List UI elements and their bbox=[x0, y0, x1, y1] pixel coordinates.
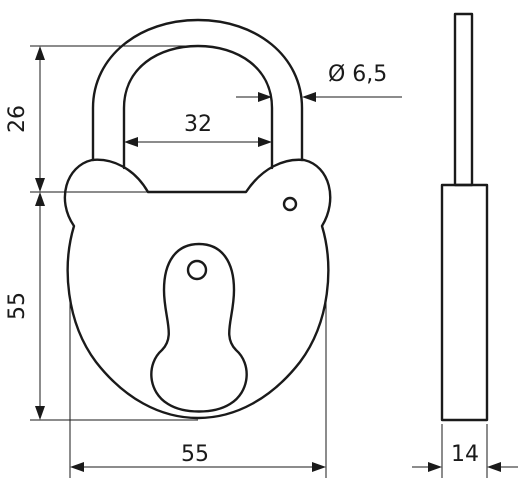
side-body bbox=[440, 183, 489, 422]
dimension-thickness: 14 bbox=[412, 424, 518, 478]
rivet-hole bbox=[282, 196, 298, 212]
thickness-label: 14 bbox=[451, 442, 479, 467]
dimension-body-width: 55 bbox=[69, 300, 327, 478]
shackle-height-label: 26 bbox=[5, 105, 30, 133]
dimension-shackle-inner-width: 32 bbox=[124, 112, 272, 147]
shackle-inner-width-label: 32 bbox=[184, 112, 212, 137]
shackle-diameter-label: Ø 6,5 bbox=[328, 62, 387, 87]
dimension-body-height: 55 bbox=[5, 192, 198, 421]
keyhole-icon bbox=[186, 259, 208, 281]
body-height-label: 55 bbox=[5, 292, 30, 320]
shackle-inner bbox=[122, 44, 274, 170]
padlock-front-view bbox=[63, 18, 332, 420]
side-shackle bbox=[453, 12, 474, 187]
keyhole-escutcheon bbox=[150, 242, 248, 413]
dimension-shackle-diameter: Ø 6,5 bbox=[236, 62, 402, 102]
padlock-side-view bbox=[440, 12, 489, 422]
padlock-body bbox=[63, 158, 332, 420]
body-width-label: 55 bbox=[181, 442, 209, 467]
dimension-shackle-height: 26 bbox=[5, 45, 198, 193]
shackle-outer bbox=[91, 18, 304, 162]
